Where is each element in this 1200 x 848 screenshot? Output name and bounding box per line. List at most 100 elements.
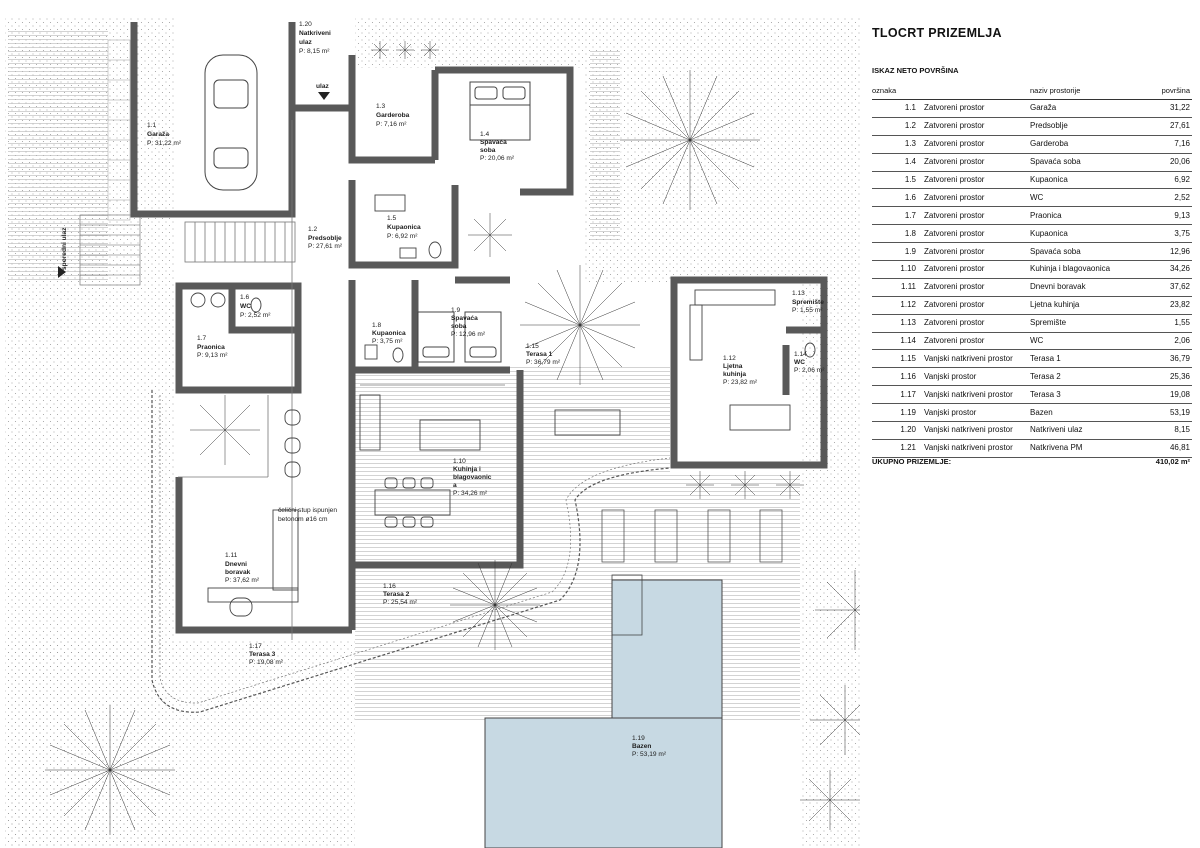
room-spavaca-soba-1: 1.4 Spavaća soba P: 20,06 m² (480, 131, 515, 162)
room-name: WC (240, 303, 251, 310)
room-id: 1.7 (197, 335, 206, 342)
room-predsoblje: 1.2 Predsoblje P: 27,61 m² (308, 226, 343, 250)
row-name: Kupaonica (1030, 228, 1068, 238)
room-area: P: 2,06 m² (794, 367, 825, 374)
room-kupaonica-2: 1.8 Kupaonica P: 3,75 m² (372, 322, 406, 345)
pool (611, 579, 723, 721)
room-area: P: 12,96 m² (451, 331, 486, 338)
room-area: P: 8,15 m² (299, 48, 330, 55)
room-name: WC (794, 359, 805, 366)
room-terasa-2: 1.16 Terasa 2 P: 25,54 m² (383, 583, 418, 606)
deck-terrace-2 (355, 475, 800, 640)
row-area: 8,15 (1174, 425, 1190, 435)
row-area: 20,06 (1169, 157, 1190, 167)
room-kuhinja-blagovaonica: 1.10 Kuhinja i blagovaonic a P: 34,26 m² (453, 458, 492, 497)
room-area: P: 7,16 m² (376, 121, 407, 128)
row-name: Garderoba (1030, 139, 1069, 149)
garden-area-right-lower (800, 283, 860, 848)
row-area: 34,26 (1169, 264, 1190, 274)
room-id: 1.12 (723, 355, 736, 362)
room-id: 1.8 (372, 322, 381, 329)
room-garderoba: 1.3 Garderoba P: 7,16 m² (376, 103, 410, 128)
room-praonica: 1.7 Praonica P: 9,13 m² (197, 335, 228, 359)
row-name: WC (1030, 192, 1044, 202)
room-id: 1.19 (632, 735, 645, 742)
row-type: Zatvoreni prostor (924, 228, 985, 238)
row-id: 1.6 (904, 192, 916, 202)
room-id: 1.5 (387, 215, 396, 222)
room-id: 1.9 (451, 307, 460, 314)
room-name: Kuhinja i (453, 466, 481, 473)
room-name: Garaža (147, 131, 169, 138)
row-area: 19,08 (1169, 389, 1190, 399)
kitchen-dining-furniture (359, 289, 791, 528)
row-id: 1.10 (900, 264, 916, 274)
row-area: 27,61 (1169, 121, 1190, 131)
room-id: 1.14 (794, 351, 807, 358)
room-id: 1.6 (240, 294, 249, 301)
bathroom-fixtures (190, 194, 816, 363)
room-spremiste: 1.13 Spremište P: 1,55 m² (792, 290, 824, 314)
room-name-3: a (453, 482, 457, 489)
row-area: 2,06 (1174, 336, 1190, 346)
room-id: 1.2 (308, 226, 317, 233)
row-type: Zatvoreni prostor (924, 121, 985, 131)
room-name: Dnevni (225, 561, 247, 568)
row-id: 1.1 (904, 103, 916, 113)
room-id: 1.3 (376, 103, 385, 110)
room-id: 1.17 (249, 643, 262, 650)
room-area: P: 27,61 m² (308, 243, 343, 250)
room-area: P: 2,52 m² (240, 312, 271, 319)
row-name: Terasa 1 (1030, 353, 1061, 363)
room-area: P: 37,62 m² (225, 577, 260, 584)
row-type: Zatvoreni prostor (924, 175, 985, 184)
garden-path-inner (159, 395, 671, 704)
room-wc-2: 1.14 WC P: 2,06 m² (794, 351, 825, 374)
room-id: 1.1 (147, 122, 156, 129)
deck-bottom (355, 640, 800, 720)
room-id: 1.20 (299, 21, 312, 28)
row-type: Vanjski prostor (924, 407, 977, 417)
row-id: 1.19 (900, 407, 916, 417)
total-label: UKUPNO PRIZEMLJE: (872, 457, 952, 466)
single-beds-icon (417, 311, 502, 363)
double-bed-icon (469, 81, 531, 141)
room-name-2: blagovaonic (453, 474, 492, 481)
room-area: P: 31,22 m² (147, 140, 182, 147)
row-name: Bazen (1030, 407, 1053, 417)
lawn-strip-right (590, 50, 620, 240)
room-area: P: 6,92 m² (387, 233, 418, 240)
garden-area-right (585, 18, 860, 283)
room-name: Terasa 3 (249, 651, 276, 658)
garden-area-top (355, 18, 585, 68)
row-type: Zatvoreni prostor (924, 336, 985, 346)
floor-plan: 1.1 Garaža P: 31,22 m² 1.20 Natkriveni u… (5, 18, 860, 848)
garden-path (151, 390, 671, 713)
room-name: Predsoblje (308, 235, 342, 242)
row-type: Zatvoreni prostor (924, 300, 985, 310)
row-id: 1.14 (900, 336, 916, 346)
room-name: Spavaća (451, 315, 478, 322)
room-name: Kupaonica (372, 330, 406, 337)
row-id: 1.21 (900, 443, 916, 453)
room-name-2: soba (451, 323, 467, 330)
room-area: P: 9,13 m² (197, 352, 228, 359)
room-area: P: 23,82 m² (723, 379, 758, 386)
room-id: 1.16 (383, 583, 396, 590)
room-name-2: soba (480, 147, 496, 154)
row-name: Spavaća soba (1030, 246, 1081, 256)
row-area: 23,82 (1169, 300, 1190, 310)
row-id: 1.20 (900, 425, 916, 435)
row-name: Praonica (1030, 210, 1062, 220)
row-id: 1.5 (904, 175, 916, 184)
